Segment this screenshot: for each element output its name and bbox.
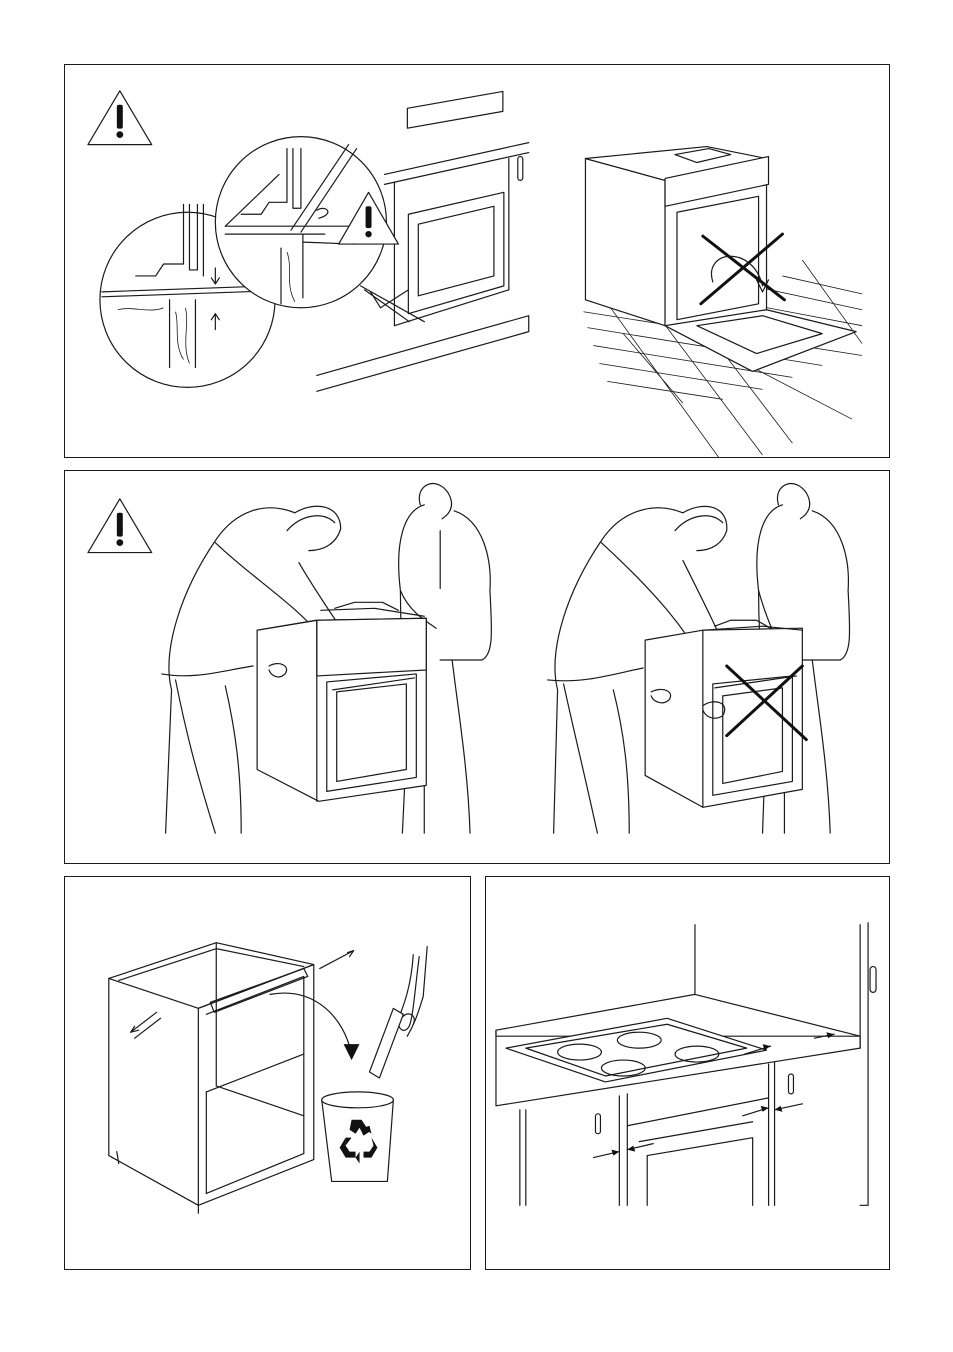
panel-installation-clearance	[64, 64, 890, 458]
warning-icon	[88, 91, 152, 145]
worktop-and-cabinets	[496, 923, 876, 1206]
hob-clearance-illustration	[486, 877, 889, 1269]
warning-icon	[88, 499, 152, 553]
cabinet-drawing	[109, 943, 354, 1214]
open-oven-drawing	[583, 147, 862, 457]
recycle-bin	[322, 1092, 394, 1182]
arrow-icon	[270, 993, 360, 1060]
people-lifting-incorrectly	[548, 484, 850, 834]
lifting-oven-illustration	[65, 471, 889, 863]
panel-cabinet-preparation	[64, 876, 471, 1270]
magnifier-detail-icon	[100, 137, 424, 388]
installation-clearance-illustration	[65, 65, 889, 457]
hand-holding-strip	[369, 947, 427, 1078]
panel-hob-clearance	[485, 876, 890, 1270]
people-lifting-correctly	[162, 484, 492, 834]
cabinet-preparation-illustration	[65, 877, 470, 1269]
panel-lifting-oven	[64, 470, 890, 864]
